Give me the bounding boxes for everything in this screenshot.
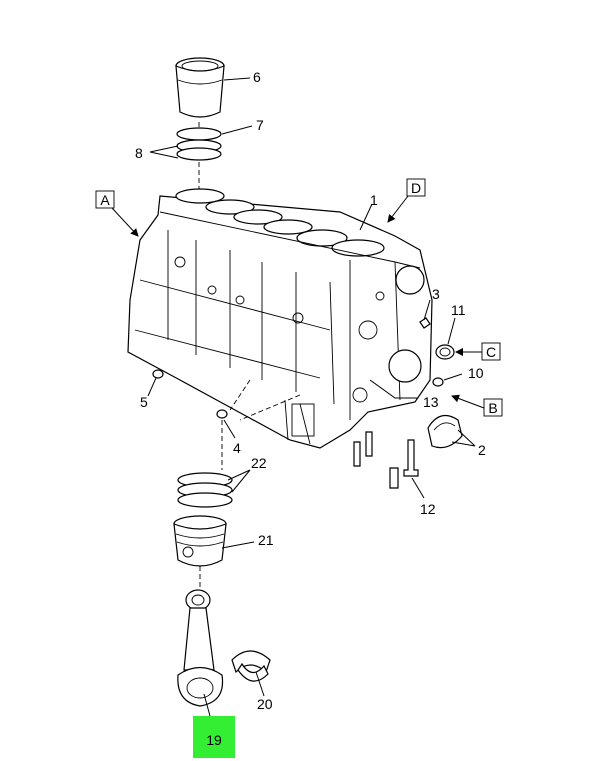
callout-8[interactable]: 8 [135,145,143,161]
callout-19[interactable]: 19 [206,732,222,748]
svg-text:D: D [411,180,421,196]
cylinder-liner-part[interactable] [175,57,225,118]
connecting-rod-part[interactable] [177,589,224,707]
callout-22[interactable]: 22 [251,455,267,471]
piston-part[interactable] [173,515,227,567]
callout-5[interactable]: 5 [140,394,148,410]
view-d-arrow [387,195,409,223]
callout-1[interactable]: 1 [370,192,378,208]
rod-bearing-shells-part[interactable] [231,650,271,682]
plug-bottom-part[interactable] [216,409,228,419]
view-d-box: D [406,178,426,197]
view-a-box: A [95,190,115,209]
assembly-line-lower [221,379,301,470]
view-a-arrow [111,207,139,237]
view-c-box: C [481,342,501,361]
callout-12[interactable]: 12 [420,501,436,517]
callout-13[interactable]: 13 [423,394,439,410]
engine-block-part[interactable] [127,188,433,449]
piston-rings-part[interactable] [177,472,233,508]
callout-21[interactable]: 21 [258,532,274,548]
callout-19-highlight[interactable]: 19 [193,716,235,758]
bearing-seal-part[interactable] [435,344,455,360]
callout-6[interactable]: 6 [253,69,261,85]
callout-11[interactable]: 11 [451,302,466,318]
o-ring-part[interactable] [432,377,444,387]
svg-text:A: A [100,192,110,208]
view-b-arrow [451,394,485,409]
leader-lines [147,77,476,717]
callout-10[interactable]: 10 [468,365,484,381]
callout-4[interactable]: 4 [233,440,241,456]
callout-2[interactable]: 2 [478,442,486,458]
liner-seal-rings-part[interactable] [176,127,222,161]
callout-3[interactable]: 3 [432,286,440,302]
main-bearing-cap-part[interactable] [427,414,463,449]
svg-text:C: C [486,344,496,360]
cap-bolts-part[interactable] [353,431,419,489]
view-b-box: B [483,398,503,417]
callout-7[interactable]: 7 [256,117,264,133]
highlight-box [193,716,235,758]
svg-text:B: B [488,400,497,416]
plug-left-part[interactable] [152,369,164,379]
callout-20[interactable]: 20 [257,696,273,712]
